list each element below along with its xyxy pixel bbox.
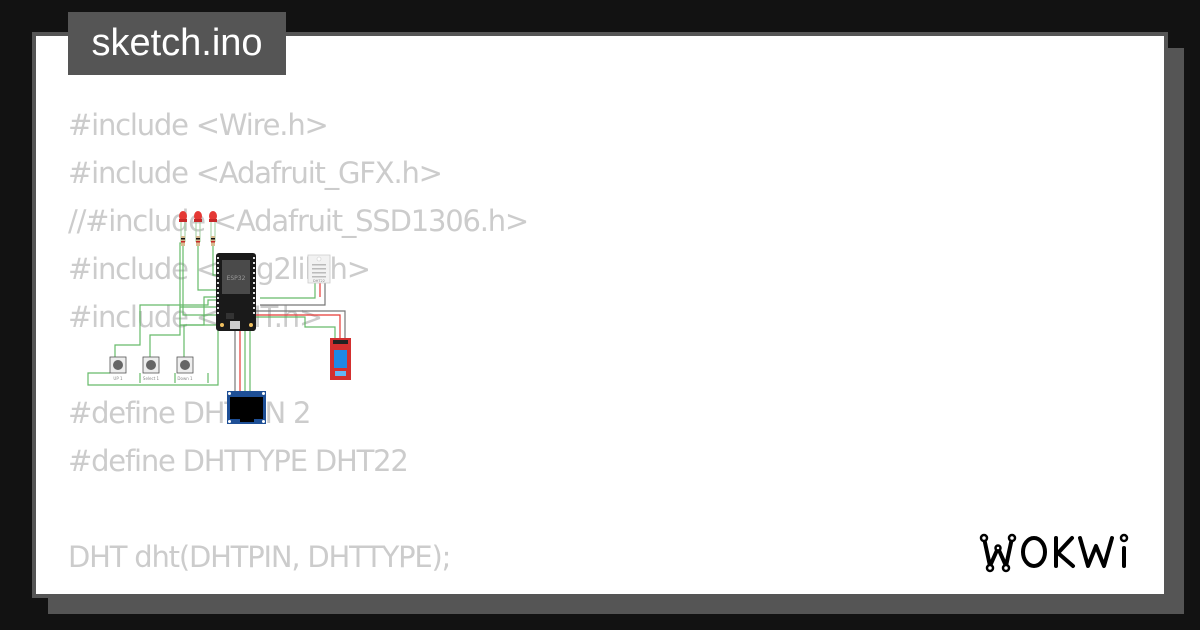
code-preview: #include <Wire.h> #include <Adafruit_GFX… [68, 103, 529, 583]
svg-text:DHT22: DHT22 [313, 279, 325, 283]
code-line: #define DHTPIN 2 [68, 396, 312, 430]
code-line [68, 487, 528, 535]
svg-text:UP 1: UP 1 [113, 376, 123, 381]
led-icons [179, 211, 217, 246]
push-buttons: UP 1 Select 1 Down 1 [109, 356, 194, 381]
dht22-sensor: DHT22 [307, 254, 331, 284]
file-name-tab: sketch.ino [68, 12, 286, 75]
svg-text:ESP32: ESP32 [227, 275, 246, 282]
svg-text:Down 1: Down 1 [177, 376, 193, 381]
relay-module [330, 338, 351, 380]
code-line: #include <Wire.h> [68, 108, 329, 142]
wokwi-logo [979, 533, 1129, 573]
oled-display [227, 391, 266, 424]
esp32-board: ESP32 [216, 253, 256, 331]
code-line: #include <Adafruit_GFX.h> [68, 156, 443, 190]
code-line: DHT dht(DHTPIN, DHTTYPE); [68, 540, 451, 574]
circuit-diagram: ESP32 DHT22 [87, 211, 351, 424]
svg-text:Select 1: Select 1 [143, 376, 160, 381]
code-line: #define DHTTYPE DHT22 [68, 444, 409, 478]
